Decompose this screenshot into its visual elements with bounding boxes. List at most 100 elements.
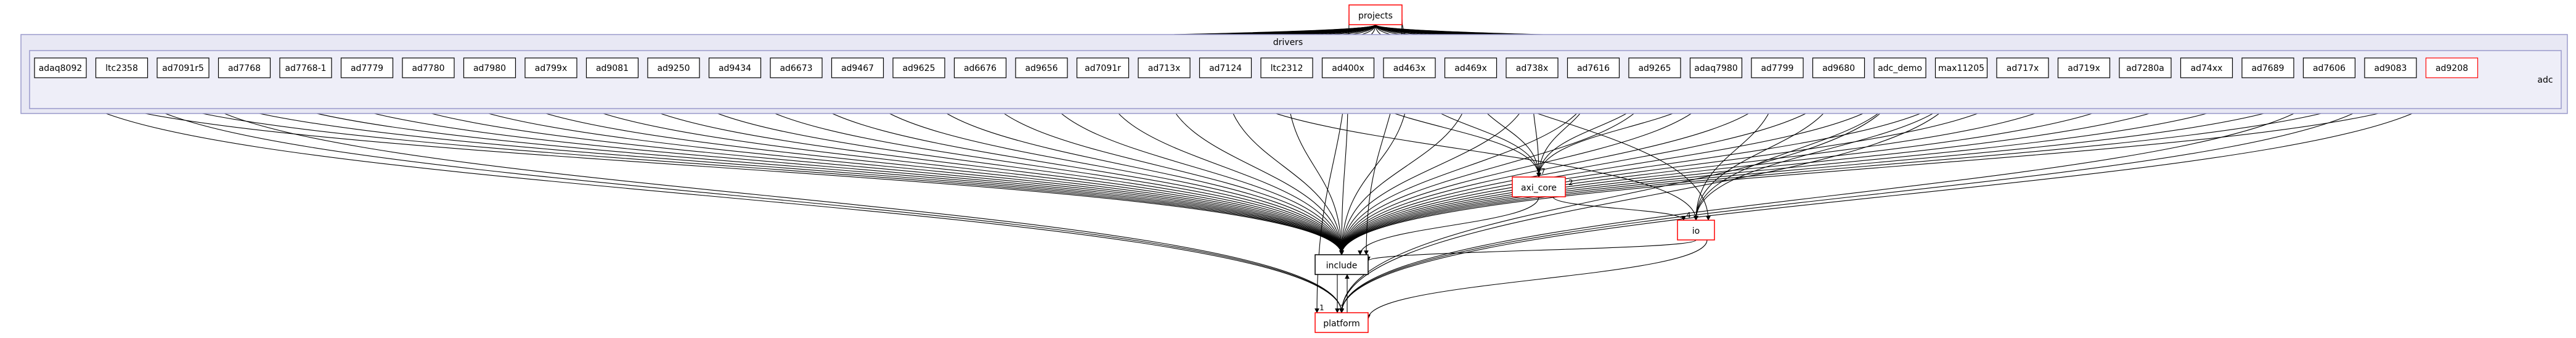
subdir-node-label: ad713x bbox=[1148, 64, 1180, 73]
adc-subdirectories: adaq8092 ltc2358 ad7091r5 ad7768 ad7768-1 ad7… bbox=[34, 57, 2479, 78]
subdir-node-ad9467[interactable]: ad9467 bbox=[831, 57, 884, 78]
subdir-node-label: ad6673 bbox=[780, 64, 812, 73]
subdir-node-adaq8092[interactable]: adaq8092 bbox=[34, 57, 87, 78]
subdir-node-label: ad6676 bbox=[964, 64, 997, 73]
subdir-node-label: ad400x bbox=[1332, 64, 1364, 73]
edge-ad9083-to-platform bbox=[1339, 77, 2391, 313]
subdir-node-label: adc_demo bbox=[1878, 64, 1922, 73]
subdir-node-ad9625[interactable]: ad9625 bbox=[892, 57, 945, 78]
subdir-node-ad6673[interactable]: ad6673 bbox=[770, 57, 823, 78]
subdir-node-label: ltc2312 bbox=[1271, 64, 1303, 73]
subdir-node-ad9250[interactable]: ad9250 bbox=[647, 57, 700, 78]
subdir-node-ad7799[interactable]: ad7799 bbox=[1751, 57, 1804, 78]
subdir-node-ad9265[interactable]: ad9265 bbox=[1628, 57, 1681, 78]
subdir-node-ltc2358[interactable]: ltc2358 bbox=[95, 57, 149, 78]
subdir-node-ad7606[interactable]: ad7606 bbox=[2302, 57, 2356, 78]
subdir-node-label: max11205 bbox=[1938, 64, 1984, 73]
subdir-node-label: ad7091r bbox=[1085, 64, 1121, 73]
subdir-node-ad6676[interactable]: ad6676 bbox=[953, 57, 1007, 78]
subdir-node-ad9656[interactable]: ad9656 bbox=[1015, 57, 1068, 78]
subdir-node-ltc2312[interactable]: ltc2312 bbox=[1260, 57, 1313, 78]
subdir-node-ad7124[interactable]: ad7124 bbox=[1199, 57, 1252, 78]
subdir-node-ad7280a[interactable]: ad7280a bbox=[2119, 57, 2172, 78]
subdir-node-label: ad717x bbox=[2007, 64, 2039, 73]
subdir-node-max11205[interactable]: max11205 bbox=[1934, 57, 1988, 78]
subdir-node-label: ad7280a bbox=[2126, 64, 2164, 73]
subdir-node-ad7980[interactable]: ad7980 bbox=[463, 57, 516, 78]
subdir-node-label: ad463x bbox=[1393, 64, 1425, 73]
subdir-node-ad7616[interactable]: ad7616 bbox=[1567, 57, 1620, 78]
subdir-node-adaq7980[interactable]: adaq7980 bbox=[1689, 57, 1743, 78]
projects-node[interactable]: projects bbox=[1348, 4, 1403, 25]
edge-adaq8092-to-platform bbox=[60, 77, 1344, 313]
subdir-node-ad74xx[interactable]: ad74xx bbox=[2180, 57, 2233, 78]
subdir-node-ad738x[interactable]: ad738x bbox=[1506, 57, 1559, 78]
subdir-node-ad9680[interactable]: ad9680 bbox=[1812, 57, 1865, 78]
subdir-node-ad719x[interactable]: ad719x bbox=[2057, 57, 2111, 78]
subdir-node-ad7768-1[interactable]: ad7768-1 bbox=[279, 57, 332, 78]
edge-io-to-include bbox=[1366, 239, 1697, 262]
edge-io-to-platform bbox=[1366, 239, 1708, 319]
subdir-node-ad7780[interactable]: ad7780 bbox=[402, 57, 455, 78]
platform-node[interactable]: platform bbox=[1314, 312, 1369, 333]
edge-include-to-platform-count: 1 bbox=[1340, 303, 1345, 312]
edge-projects-to-platform-count: 1 bbox=[1319, 303, 1324, 312]
subdir-node-label: ad738x bbox=[1516, 64, 1548, 73]
subdir-node-label: ad7799 bbox=[1761, 64, 1793, 73]
subdir-node-ad7091r5[interactable]: ad7091r5 bbox=[157, 57, 210, 78]
subdir-node-label: ad7768-1 bbox=[285, 64, 326, 73]
subdir-node-ad9434[interactable]: ad9434 bbox=[708, 57, 762, 78]
subdir-node-adc_demo[interactable]: adc_demo bbox=[1873, 57, 1926, 78]
subdir-node-ad717x[interactable]: ad717x bbox=[1996, 57, 2049, 78]
subdir-node-ad7689[interactable]: ad7689 bbox=[2241, 57, 2294, 78]
subdir-node-label: ad9081 bbox=[596, 64, 629, 73]
drivers-cluster-label: drivers bbox=[1273, 38, 1303, 47]
subdir-node-label: ad7124 bbox=[1209, 64, 1242, 73]
subdir-node-ad469x[interactable]: ad469x bbox=[1444, 57, 1498, 78]
subdir-node-ad7779[interactable]: ad7779 bbox=[340, 57, 394, 78]
subdir-node-label: ad7779 bbox=[351, 64, 383, 73]
subdir-node-ad7091r[interactable]: ad7091r bbox=[1076, 57, 1130, 78]
subdir-node-label: ad7768 bbox=[228, 64, 261, 73]
subdir-node-ad713x[interactable]: ad713x bbox=[1138, 57, 1191, 78]
edge-ad9208-to-platform bbox=[1339, 77, 2453, 313]
subdir-node-label: ad7689 bbox=[2251, 64, 2284, 73]
subdir-node-label: ad74xx bbox=[2191, 64, 2223, 73]
io-node[interactable]: io bbox=[1677, 220, 1715, 241]
subdir-node-label: ad469x bbox=[1454, 64, 1486, 73]
subdir-node-label: ad9250 bbox=[657, 64, 690, 73]
subdir-node-label: adaq7980 bbox=[1694, 64, 1738, 73]
edge-axi-core-to-io-count: 4 bbox=[1686, 211, 1691, 220]
subdir-node-label: ad9208 bbox=[2435, 64, 2468, 73]
subdir-node-ad799x[interactable]: ad799x bbox=[524, 57, 577, 78]
subdir-node-label: ad9265 bbox=[1638, 64, 1671, 73]
subdir-node-label: ad9680 bbox=[1822, 64, 1855, 73]
edge-axi-core-to-include bbox=[1358, 196, 1539, 255]
edge-ad7091r5-to-platform bbox=[182, 77, 1344, 313]
include-node[interactable]: include bbox=[1314, 254, 1369, 275]
subdir-node-label: ad9434 bbox=[719, 64, 751, 73]
adc-cluster-label: adc bbox=[2537, 75, 2553, 85]
axi-core-node[interactable]: axi_core bbox=[1512, 176, 1566, 197]
subdir-node-label: ad9467 bbox=[841, 64, 874, 73]
edge-axi-core-to-io bbox=[1552, 196, 1686, 221]
platform-node-label: platform bbox=[1323, 319, 1360, 329]
projects-node-label: projects bbox=[1358, 11, 1393, 21]
axi-core-loop-count: 2 bbox=[1568, 178, 1573, 187]
edge-ltc2358-to-platform bbox=[121, 77, 1344, 313]
axi-core-in-count: 7 bbox=[1541, 167, 1546, 176]
subdir-node-ad7768[interactable]: ad7768 bbox=[218, 57, 271, 78]
subdir-node-ad9081[interactable]: ad9081 bbox=[585, 57, 639, 78]
subdir-node-label: adaq8092 bbox=[39, 64, 83, 73]
edge-max11205-to-platform bbox=[1339, 77, 1962, 313]
include-node-label: include bbox=[1326, 261, 1358, 271]
subdir-node-ad463x[interactable]: ad463x bbox=[1383, 57, 1436, 78]
subdir-node-label: ad7616 bbox=[1577, 64, 1610, 73]
io-node-label: io bbox=[1692, 226, 1700, 236]
axi-core-node-label: axi_core bbox=[1521, 183, 1557, 193]
subdir-node-label: ltc2358 bbox=[105, 64, 138, 73]
subdir-node-ad400x[interactable]: ad400x bbox=[1321, 57, 1375, 78]
subdir-node-ad9083[interactable]: ad9083 bbox=[2364, 57, 2417, 78]
subdir-node-label: ad9656 bbox=[1025, 64, 1058, 73]
subdir-node-ad9208[interactable]: ad9208 bbox=[2425, 57, 2479, 78]
